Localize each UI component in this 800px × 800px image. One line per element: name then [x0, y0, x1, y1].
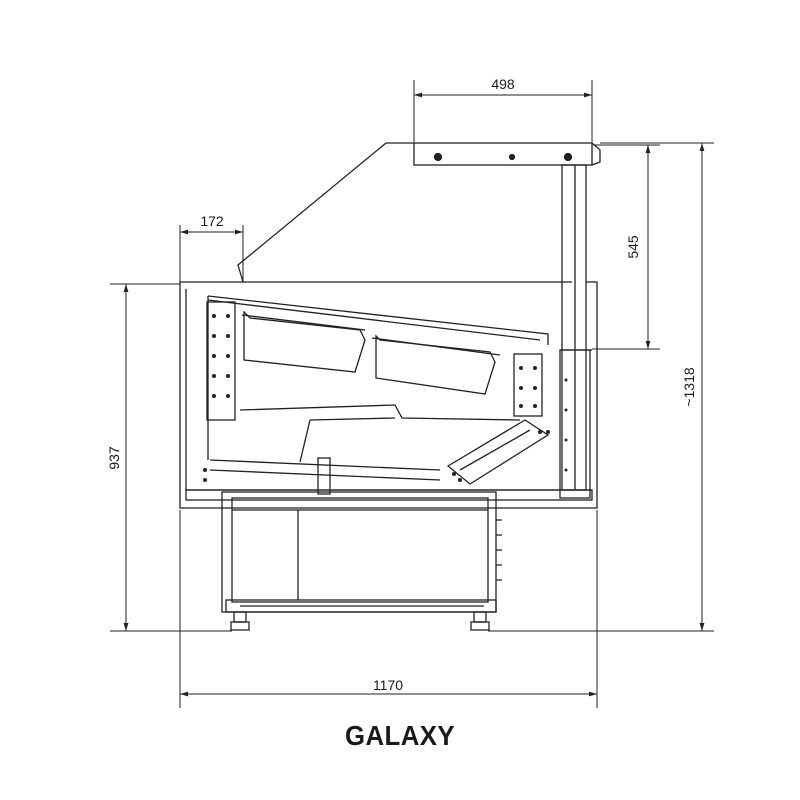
dim-front-depth: 172 [200, 213, 224, 229]
dimension-lines [110, 80, 714, 708]
dim-counter-height: 937 [106, 446, 122, 470]
bracket-details [203, 314, 568, 482]
display-case-profile [179, 142, 601, 631]
product-title: GALAXY [344, 720, 456, 751]
dim-total-width: 1170 [373, 677, 403, 693]
dim-shelf-height: 545 [625, 235, 641, 259]
dim-total-height: ~1318 [681, 367, 697, 407]
dim-shelf-width: 498 [491, 76, 515, 92]
